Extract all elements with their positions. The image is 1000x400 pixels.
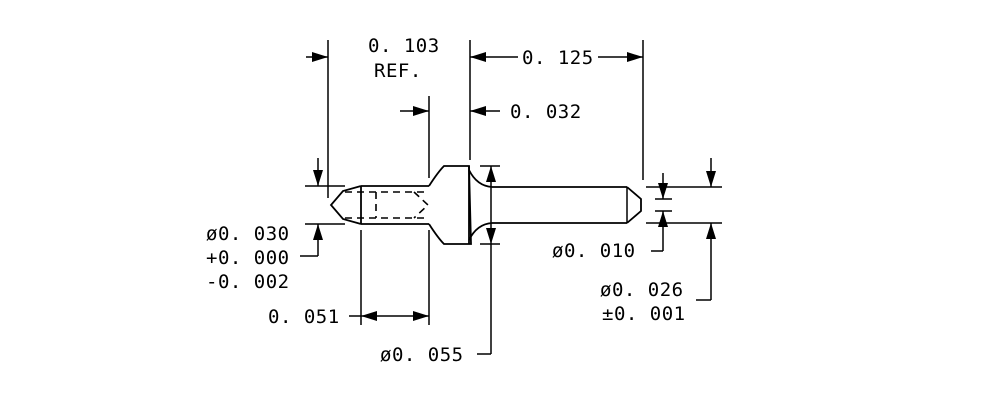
dim-tip-diameter-tol-minus: -0. 002: [206, 271, 290, 293]
dim-collar-diameter: ø0. 055: [380, 166, 496, 366]
collar: [428, 165, 472, 245]
dim-overall-ref-value: 0. 103: [368, 35, 440, 57]
dim-tip-length-value: 0. 051: [268, 306, 340, 328]
dim-tail-length: 0. 125: [470, 47, 643, 69]
dim-tip-diameter: ø0. 030 +0. 000 -0. 002: [206, 158, 323, 293]
tip-point: [329, 185, 362, 225]
dim-tail-diameter-value: ø0. 026: [600, 279, 684, 301]
dim-tip-length: 0. 051: [268, 306, 429, 328]
dim-tip-diameter-value: ø0. 030: [206, 223, 290, 245]
dim-tail-tip-diameter-value: ø0. 010: [552, 240, 636, 262]
tail-chamfer: [626, 186, 642, 224]
dim-overall-ref: 0. 103 REF.: [306, 35, 440, 116]
pin-outline: [329, 165, 642, 245]
dim-tail-length-value: 0. 125: [522, 47, 594, 69]
collar-tail-fillet-top: [468, 169, 493, 188]
dim-collar-diameter-value: ø0. 055: [380, 344, 464, 366]
dim-overall-ref-note: REF.: [374, 60, 422, 82]
hidden-bore: [345, 191, 429, 219]
collar-tail-fillet-bottom: [468, 222, 493, 241]
dim-tail-diameter: ø0. 026 ±0. 001: [600, 158, 716, 325]
dim-tail-tip-diameter: ø0. 010: [552, 173, 672, 262]
hidden-bore-cone: [413, 191, 430, 219]
dim-tip-diameter-tol-plus: +0. 000: [206, 247, 290, 269]
dim-collar-length-value: 0. 032: [510, 101, 582, 123]
extension-lines: [305, 40, 722, 325]
dim-collar-length: 0. 032: [470, 101, 582, 123]
dim-tail-diameter-tol: ±0. 001: [602, 303, 686, 325]
